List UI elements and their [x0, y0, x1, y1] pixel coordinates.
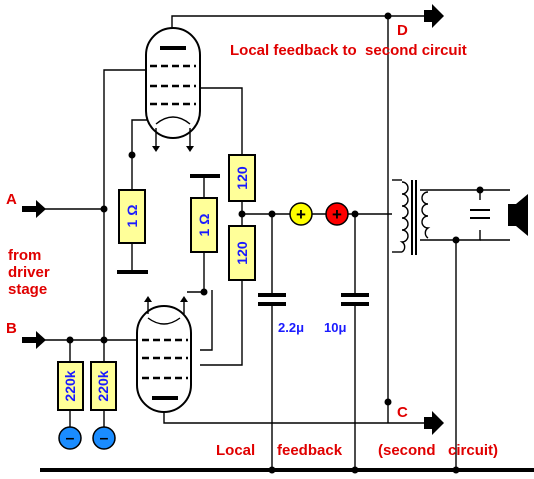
svg-text:1 Ω: 1 Ω — [196, 214, 212, 237]
resistor-120-top: 120 — [228, 154, 256, 202]
terminal-b-label: B — [6, 320, 17, 337]
from-driver-line3: stage — [8, 281, 47, 298]
minus-marker-right: – — [92, 426, 116, 450]
svg-text:+: + — [296, 205, 306, 224]
plus-marker-red: + — [325, 202, 349, 226]
lower-vacuum-tube — [136, 296, 192, 413]
cap-2u2-label: 2.2μ — [278, 320, 304, 335]
svg-text:220k: 220k — [62, 370, 78, 401]
resistor-120-bottom: 120 — [228, 225, 256, 281]
terminal-arrows — [22, 4, 444, 435]
local-label: Local — [216, 442, 255, 459]
junction-dots — [66, 12, 484, 474]
upper-vacuum-tube — [145, 27, 201, 152]
svg-text:+: + — [332, 205, 342, 224]
local-feedback-top-label: Local feedback to second circuit — [230, 42, 467, 59]
from-driver-line1: from — [8, 247, 41, 264]
resistor-1ohm-right: 1 Ω — [190, 197, 218, 253]
svg-text:1 Ω: 1 Ω — [124, 205, 140, 228]
svg-text:–: – — [100, 430, 109, 447]
svg-text:220k: 220k — [95, 370, 111, 401]
minus-marker-left: – — [58, 426, 82, 450]
svg-text:120: 120 — [234, 166, 250, 190]
from-driver-line2: driver — [8, 264, 50, 281]
cap-10u-label: 10μ — [324, 320, 346, 335]
svg-text:120: 120 — [234, 241, 250, 265]
terminal-d-label: D — [397, 22, 408, 39]
second-circuit-label: (second circuit) — [378, 442, 498, 459]
capacitor-2u2 — [258, 293, 286, 306]
output-transformer — [399, 180, 431, 255]
feedback-label: feedback — [277, 442, 343, 459]
plus-marker-yellow: + — [289, 202, 313, 226]
resistor-1ohm-left: 1 Ω — [118, 189, 146, 244]
terminal-a-label: A — [6, 191, 17, 208]
svg-text:–: – — [66, 430, 75, 447]
capacitor-10u — [341, 293, 369, 306]
resistor-220k-left: 220k — [57, 361, 84, 411]
resistor-220k-right: 220k — [90, 361, 117, 411]
speaker-icon — [508, 194, 528, 236]
secondary-capacitor — [470, 200, 490, 230]
cathode-ground-plates — [117, 174, 220, 274]
terminal-c-label: C — [397, 404, 408, 421]
